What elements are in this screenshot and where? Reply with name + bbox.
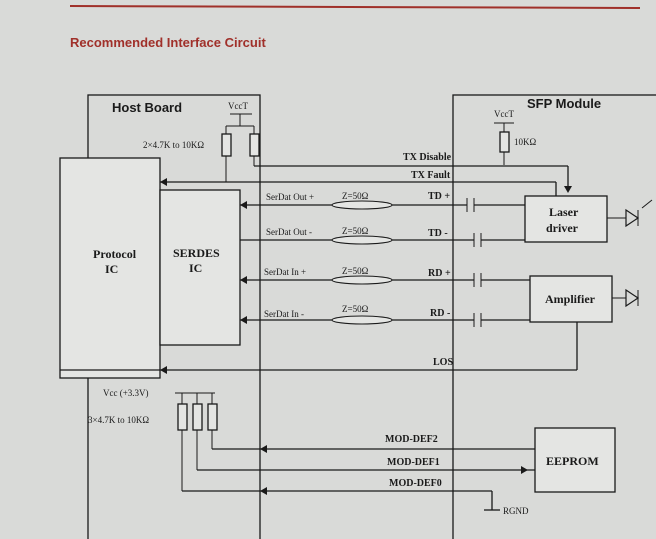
top-rule — [69, 5, 641, 9]
td-plus-label: TD + — [428, 191, 450, 202]
sfp-pullup-resistor — [499, 131, 510, 153]
z50-label-4: Z=50Ω — [342, 304, 369, 314]
eeprom-label: EEPROM — [546, 454, 599, 468]
protocol-ic-box — [59, 157, 161, 379]
amplifier-label: Amplifier — [545, 292, 596, 306]
tx-fault-arrow — [160, 178, 167, 186]
mod-def2-label: MOD-DEF2 — [385, 434, 438, 445]
mod-def0-label: MOD-DEF0 — [389, 478, 442, 489]
serdat-in-minus-line — [240, 313, 530, 327]
laser-emit-ray — [641, 199, 653, 209]
serdat-in-plus-label: SerDat In + — [264, 267, 306, 277]
z50-label-1: Z=50Ω — [342, 191, 369, 201]
serdat-out-plus-label: SerDat Out + — [266, 192, 314, 202]
los-label: LOS — [433, 357, 453, 368]
sfp-module-label: SFP Module — [527, 96, 601, 111]
mod-def0-arrow — [260, 487, 267, 495]
mod-def1-arrow — [521, 466, 528, 474]
los-arrow — [160, 366, 167, 374]
serdat-out-minus-line — [240, 233, 525, 247]
tx-fault-label: TX Fault — [411, 170, 451, 181]
sfp-vcct-label: VccT — [494, 109, 514, 119]
laser-driver-box — [524, 195, 608, 243]
protocol-ic-label-2: IC — [105, 262, 118, 276]
rgnd-label: RGND — [503, 506, 529, 516]
sfp-resistor-label: 10KΩ — [514, 137, 536, 147]
z50-label-2: Z=50Ω — [342, 226, 369, 236]
rd-minus-label: RD - — [430, 308, 450, 319]
mod-def1-label: MOD-DEF1 — [387, 457, 440, 468]
mod-pullup-label: 3×4.7K to 10KΩ — [88, 415, 149, 425]
host-pullup-label: 2×4.7K to 10KΩ — [143, 140, 204, 150]
sfp-module-box — [452, 94, 656, 539]
host-pullup-resistor-2 — [249, 133, 260, 157]
laser-driver-label-2: driver — [546, 221, 579, 235]
td-minus-label: TD - — [428, 228, 448, 239]
mod-pullup-resistor-1 — [177, 403, 188, 431]
mod-pullup-resistor-2 — [192, 403, 203, 431]
tx-disable-arrow — [564, 186, 572, 193]
eeprom-box — [534, 427, 616, 493]
mod-def2-arrow — [260, 445, 267, 453]
serdes-ic-label-2: IC — [189, 261, 202, 275]
serdat-out-minus-label: SerDat Out - — [266, 227, 312, 237]
mod-pullup-resistor-3 — [207, 403, 218, 431]
serdat-in-minus-label: SerDat In - — [264, 309, 304, 319]
amplifier-box — [529, 275, 613, 323]
rd-plus-label: RD + — [428, 268, 451, 279]
host-vcct-label: VccT — [228, 101, 248, 111]
tx-disable-label: TX Disable — [403, 152, 452, 163]
host-pullup-resistor-1 — [221, 133, 232, 157]
serdes-ic-box — [159, 189, 241, 346]
serdes-ic-label-1: SERDES — [173, 246, 220, 260]
diagram-title: Recommended Interface Circuit — [70, 35, 266, 50]
host-board-label: Host Board — [112, 100, 182, 115]
z50-label-3: Z=50Ω — [342, 266, 369, 276]
laser-diode-icon — [625, 208, 640, 228]
serdat-in-plus-line — [240, 273, 530, 287]
serdat-out-plus-line — [240, 198, 525, 212]
protocol-ic-label-1: Protocol — [93, 247, 137, 261]
vcc-label: Vcc (+3.3V) — [103, 388, 149, 398]
photodiode-icon — [625, 288, 640, 308]
laser-driver-label-1: Laser — [549, 205, 579, 219]
